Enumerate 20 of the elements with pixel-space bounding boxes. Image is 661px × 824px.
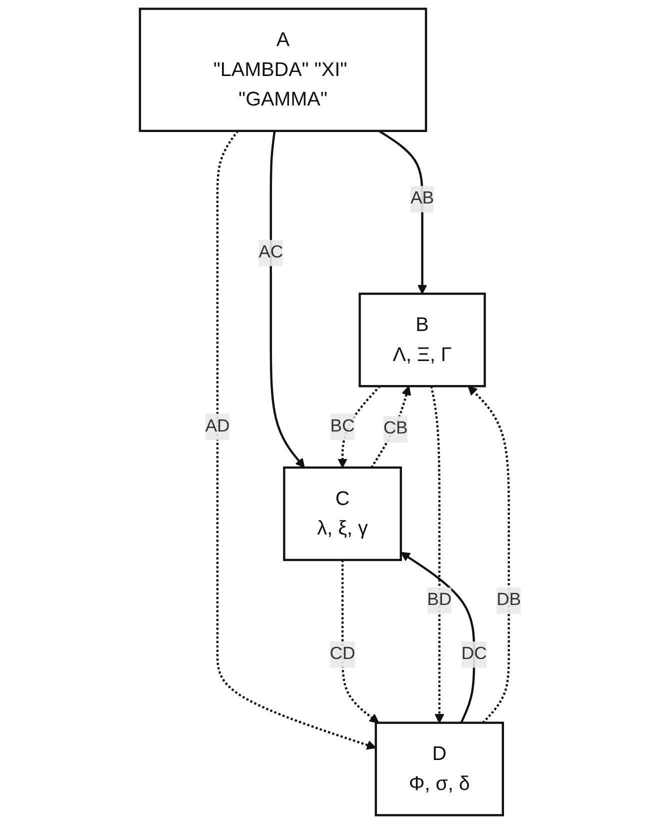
node-box: C λ, ξ, γ [283, 466, 402, 562]
arrow [216, 130, 376, 750]
edge-label: AD [205, 416, 230, 436]
node-box: A "LAMBDA" "XI" "GAMMA" [138, 8, 428, 132]
node-box: B Λ, Ξ, Γ [358, 292, 486, 388]
edge-label: CD [330, 644, 356, 664]
arrow [370, 386, 412, 468]
arrow [270, 130, 305, 468]
arrow [468, 386, 510, 724]
node-box: D Φ, σ, δ [374, 722, 504, 816]
edge-label: AC [258, 243, 284, 262]
edge-label: CB [383, 419, 408, 438]
arrow [341, 560, 380, 724]
edge-label: BC [330, 416, 355, 436]
edge-label: AB [410, 189, 434, 208]
arrow [400, 552, 476, 724]
edge-label: DB [496, 590, 522, 610]
edge-label: BD [427, 590, 452, 610]
edge-label: DC [461, 644, 487, 664]
arrow [430, 386, 444, 724]
